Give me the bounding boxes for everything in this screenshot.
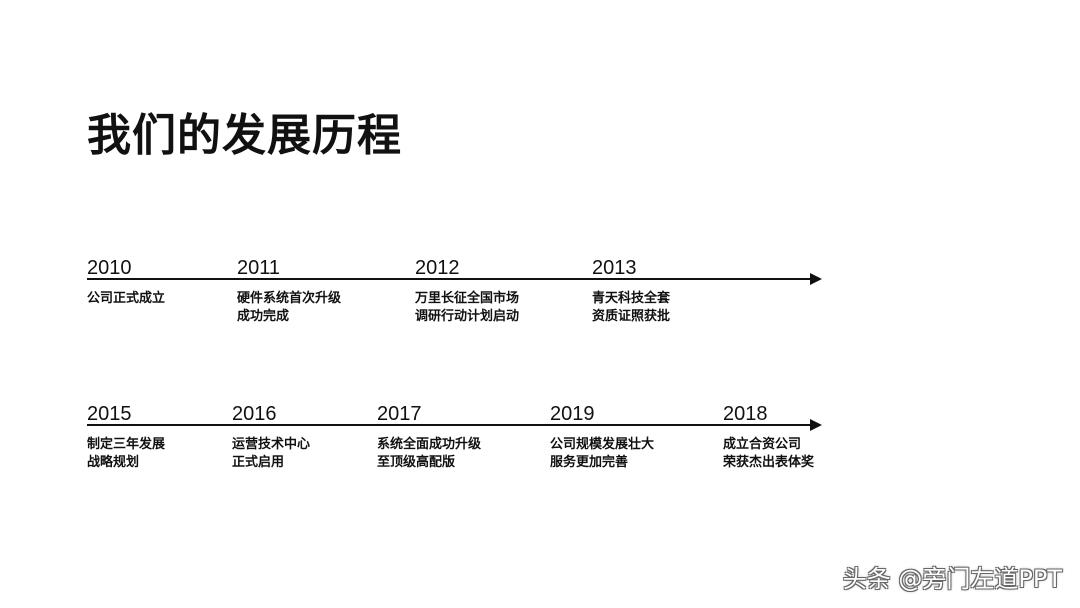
event-description: 万里长征全国市场 调研行动计划启动 bbox=[415, 290, 519, 326]
timeline-event: 2013 青天科技全套 资质证照获批 bbox=[592, 256, 670, 326]
event-description: 系统全面成功升级 至顶级高配版 bbox=[377, 436, 481, 472]
event-year: 2015 bbox=[87, 403, 132, 425]
timeline-axis bbox=[87, 424, 811, 426]
event-description-line: 资质证照获批 bbox=[592, 309, 671, 324]
event-description-line: 公司正式成立 bbox=[87, 291, 166, 306]
arrow-right-icon bbox=[810, 273, 822, 285]
event-description-line: 系统全面成功升级 bbox=[377, 437, 482, 452]
page-title: 我们的发展历程 bbox=[87, 110, 402, 161]
timeline-event: 2011 硬件系统首次升级 成功完成 bbox=[237, 256, 341, 326]
event-description: 硬件系统首次升级 成功完成 bbox=[237, 290, 341, 326]
event-description-line: 服务更加完善 bbox=[550, 455, 629, 470]
event-description: 制定三年发展 战略规划 bbox=[87, 436, 165, 472]
event-description-line: 成功完成 bbox=[237, 309, 290, 324]
arrow-right-icon bbox=[810, 419, 822, 431]
event-year: 2017 bbox=[377, 403, 422, 425]
timeline-event: 2019 公司规模发展壮大 服务更加完善 bbox=[550, 402, 654, 472]
event-description: 公司规模发展壮大 服务更加完善 bbox=[550, 436, 654, 472]
event-year: 2016 bbox=[232, 403, 277, 425]
event-description-line: 万里长征全国市场 bbox=[415, 291, 520, 306]
watermark: 头条 @旁门左道PPT bbox=[842, 565, 1062, 593]
event-description-line: 硬件系统首次升级 bbox=[237, 291, 342, 306]
event-description: 运营技术中心 正式启用 bbox=[232, 436, 310, 472]
event-description-line: 成立合资公司 bbox=[723, 437, 802, 452]
event-description: 公司正式成立 bbox=[87, 290, 165, 308]
event-description-line: 青天科技全套 bbox=[592, 291, 671, 306]
event-description-line: 荣获杰出表体奖 bbox=[723, 455, 815, 470]
event-year: 2013 bbox=[592, 257, 637, 279]
event-year: 2019 bbox=[550, 403, 595, 425]
event-year: 2018 bbox=[723, 403, 768, 425]
event-year: 2010 bbox=[87, 257, 132, 279]
timeline-event: 2017 系统全面成功升级 至顶级高配版 bbox=[377, 402, 481, 472]
event-description-line: 公司规模发展壮大 bbox=[550, 437, 655, 452]
event-year: 2011 bbox=[237, 257, 281, 279]
event-description-line: 运营技术中心 bbox=[232, 437, 311, 452]
event-description-line: 战略规划 bbox=[87, 455, 140, 470]
timeline-event: 2016 运营技术中心 正式启用 bbox=[232, 402, 310, 472]
timeline-event: 2010 公司正式成立 bbox=[87, 256, 165, 308]
event-description: 成立合资公司 荣获杰出表体奖 bbox=[723, 436, 814, 472]
event-description-line: 调研行动计划启动 bbox=[415, 309, 520, 324]
event-description: 青天科技全套 资质证照获批 bbox=[592, 290, 670, 326]
timeline-axis bbox=[87, 278, 811, 280]
event-description-line: 至顶级高配版 bbox=[377, 455, 456, 470]
event-description-line: 制定三年发展 bbox=[87, 437, 166, 452]
event-description-line: 正式启用 bbox=[232, 455, 285, 470]
event-year: 2012 bbox=[415, 257, 460, 279]
timeline-event: 2012 万里长征全国市场 调研行动计划启动 bbox=[415, 256, 519, 326]
timeline-event: 2015 制定三年发展 战略规划 bbox=[87, 402, 165, 472]
timeline-event: 2018 成立合资公司 荣获杰出表体奖 bbox=[723, 402, 814, 472]
